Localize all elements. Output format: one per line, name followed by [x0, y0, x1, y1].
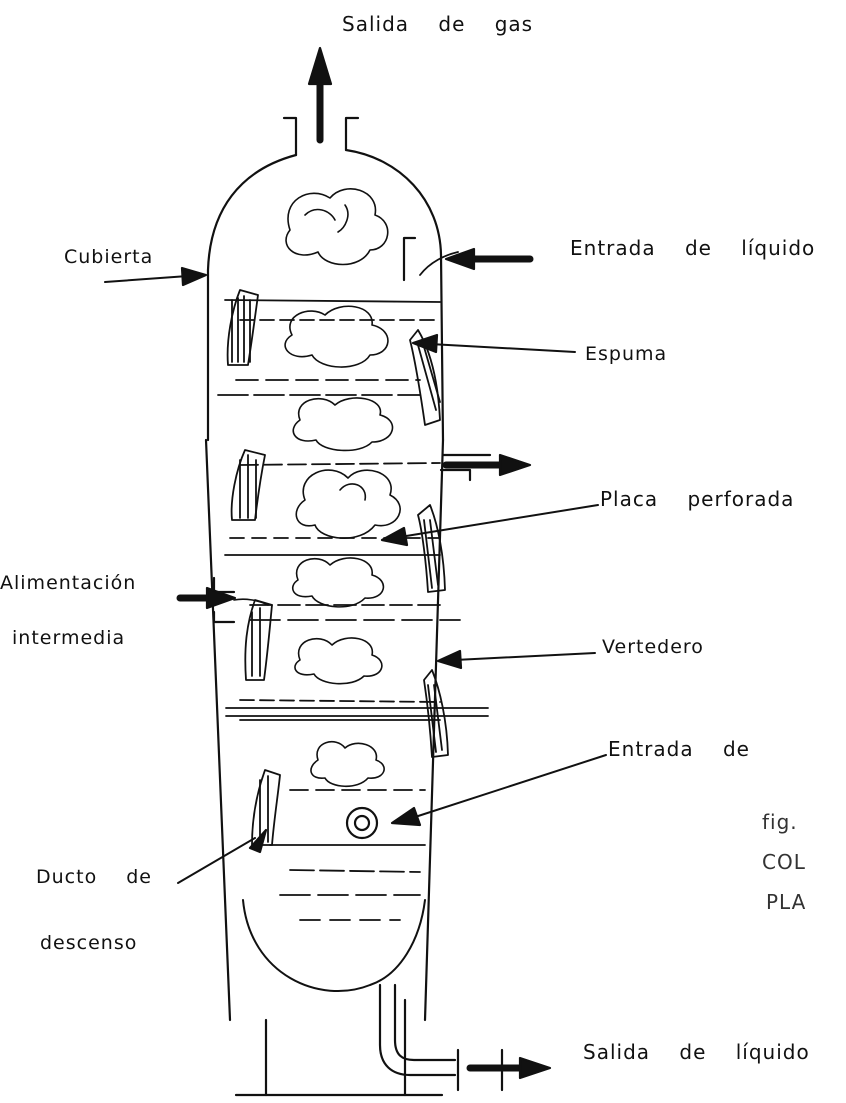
foam-arrow [413, 335, 575, 352]
perforated-plate-label: Placa perforada [600, 487, 794, 511]
weir-label: Vertedero [602, 636, 704, 658]
perforated-plate-arrow [382, 505, 598, 545]
gas-inlet-label: Entrada de [608, 737, 750, 761]
figure-number: fig. [762, 810, 798, 834]
weir-arrow [438, 651, 595, 668]
gas-outlet-label: Salida de gas [342, 12, 533, 36]
gas-outlet-arrow [309, 48, 331, 140]
foam-label: Espuma [585, 343, 667, 365]
liquid-inlet-label: Entrada de líquido [570, 236, 815, 260]
figure-caption-line-1: COL [762, 850, 806, 874]
intermediate-feed-label-2: intermedia [12, 627, 125, 649]
liquid-outlet-pipe [380, 985, 502, 1090]
liquid-outlet-arrow [470, 1058, 550, 1078]
gas-inlet-port [347, 808, 377, 838]
liquid-outlet-label: Salida de líquido [583, 1040, 810, 1064]
foam-clouds [285, 189, 400, 786]
plates [218, 300, 488, 920]
column-shell [206, 150, 443, 1095]
downcomers [228, 290, 448, 845]
side-draw-arrow [446, 455, 530, 475]
downcomer-label-2: descenso [40, 932, 137, 954]
figure-caption-line-2: PLA [766, 890, 806, 914]
intermediate-feed-label-1: Alimentación [0, 572, 136, 594]
downcomer-label-1: Ducto de [36, 866, 152, 888]
shell-label: Cubierta [64, 246, 153, 268]
shell-arrow [105, 268, 206, 285]
